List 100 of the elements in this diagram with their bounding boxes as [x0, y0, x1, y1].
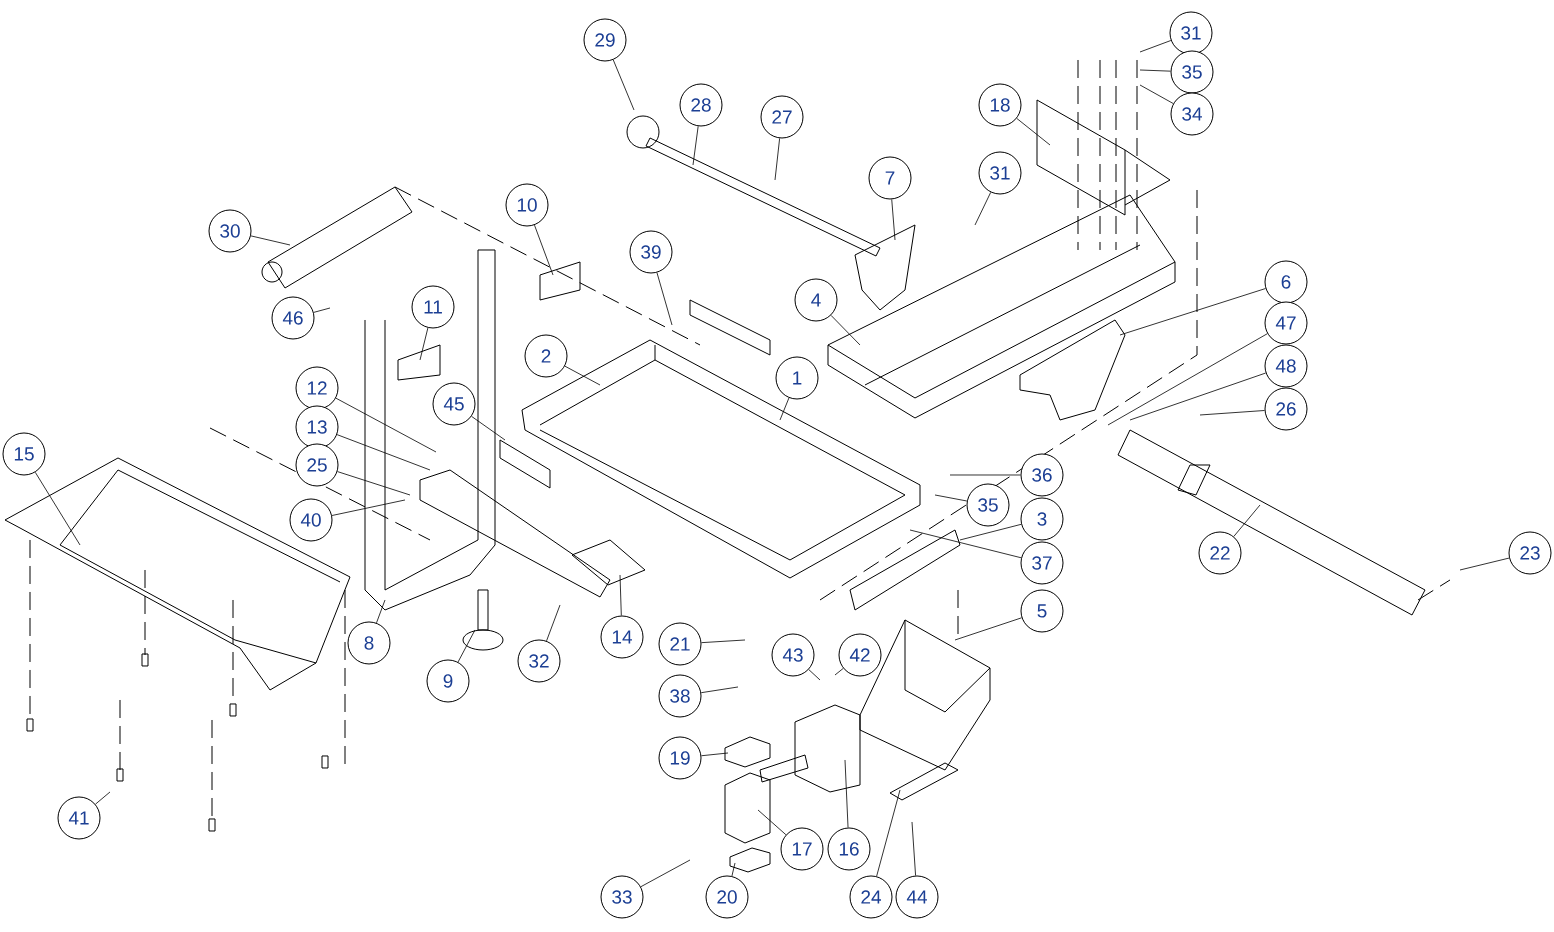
callout-balloon: 2 — [524, 334, 568, 378]
callout-balloon: 21 — [658, 622, 702, 666]
leader-line — [808, 669, 821, 681]
callout-balloon: 43 — [771, 633, 815, 677]
callout-balloon: 31 — [978, 151, 1022, 195]
callout-balloon: 24 — [849, 875, 893, 919]
leader-line — [779, 397, 790, 421]
callout-balloon: 42 — [838, 633, 882, 677]
leader-line — [546, 604, 561, 642]
leader-line — [95, 791, 111, 805]
callout-balloon: 35 — [966, 483, 1010, 527]
callout-balloon: 7 — [868, 156, 912, 200]
callout-balloon: 17 — [780, 827, 824, 871]
callout-balloon: 45 — [432, 382, 476, 426]
callout-balloon: 34 — [1170, 92, 1214, 136]
leader-line — [376, 599, 386, 624]
callout-balloon: 13 — [295, 405, 339, 449]
leader-line — [419, 327, 429, 361]
leader-line — [700, 686, 739, 694]
leader-line — [1139, 40, 1172, 53]
callout-balloon: 32 — [517, 639, 561, 683]
callout-balloon: 19 — [658, 736, 702, 780]
leader-line — [1233, 504, 1261, 537]
callout-balloon: 15 — [2, 432, 46, 476]
leader-line — [692, 125, 699, 166]
callout-balloon: 16 — [827, 827, 871, 871]
callout-balloon: 23 — [1508, 531, 1552, 575]
callout-balloon: 8 — [347, 621, 391, 665]
callout-balloon: 22 — [1198, 531, 1242, 575]
leader-line — [731, 862, 736, 877]
leader-line — [949, 474, 1021, 476]
leader-line — [757, 809, 787, 836]
callout-balloon: 47 — [1264, 301, 1308, 345]
callout-balloon: 46 — [271, 296, 315, 340]
callout-balloon: 11 — [411, 285, 455, 329]
callout-balloon: 39 — [629, 230, 673, 274]
callout-balloon: 1 — [775, 356, 819, 400]
leader-line — [640, 859, 691, 888]
leader-line — [1107, 333, 1268, 426]
callout-balloon: 40 — [289, 498, 333, 542]
leader-line — [934, 494, 968, 502]
callout-balloon: 48 — [1264, 344, 1308, 388]
leader-line — [313, 307, 331, 313]
leader-line — [830, 314, 861, 346]
leader-line — [891, 199, 896, 241]
callout-balloon: 38 — [658, 674, 702, 718]
leader-line — [1199, 410, 1265, 416]
callout-balloon: 26 — [1264, 387, 1308, 431]
callout-balloon: 30 — [208, 209, 252, 253]
leader-line — [331, 499, 406, 516]
leader-line — [974, 191, 992, 226]
callout-balloon: 33 — [600, 875, 644, 919]
leader-line — [656, 272, 673, 326]
callout-balloon: 4 — [794, 278, 838, 322]
leader-line — [1139, 69, 1171, 72]
leader-line — [844, 759, 849, 828]
callout-balloon: 20 — [705, 875, 749, 919]
leader-line — [834, 668, 844, 676]
callout-balloon: 36 — [1020, 453, 1064, 497]
callout-balloon: 44 — [895, 875, 939, 919]
callout-balloon: 35 — [1170, 50, 1214, 94]
callout-balloon: 12 — [295, 366, 339, 410]
leader-line — [954, 617, 1022, 641]
leader-line — [612, 59, 635, 111]
leader-line — [471, 416, 506, 441]
leader-line — [619, 574, 622, 616]
leader-line — [34, 471, 81, 546]
leader-line — [534, 224, 554, 276]
leader-line — [1139, 84, 1174, 104]
callout-balloon: 31 — [1169, 11, 1213, 55]
leader-line — [959, 523, 1022, 541]
leader-line — [774, 137, 781, 181]
leader-line — [335, 397, 437, 453]
leader-line — [911, 821, 916, 876]
leader-line — [564, 365, 601, 386]
leader-line — [701, 639, 746, 644]
callout-balloon: 6 — [1264, 260, 1308, 304]
callout-balloon: 14 — [600, 615, 644, 659]
callout-balloon: 3 — [1020, 497, 1064, 541]
callout-balloon: 37 — [1020, 541, 1064, 585]
callout-balloon: 28 — [679, 83, 723, 127]
leader-line — [701, 752, 729, 757]
callout-balloon: 25 — [295, 443, 339, 487]
leader-line — [336, 434, 431, 471]
leader-line — [337, 471, 411, 496]
callout-balloon: 29 — [583, 18, 627, 62]
leader-line — [876, 789, 901, 877]
callout-balloon: 41 — [57, 796, 101, 840]
leader-line — [457, 629, 476, 663]
leader-line — [1129, 372, 1267, 421]
leader-line — [250, 235, 291, 246]
leader-line — [909, 529, 1022, 559]
callout-balloon: 9 — [426, 659, 470, 703]
leader-line — [1459, 557, 1510, 571]
callout-balloon: 5 — [1020, 589, 1064, 633]
callout-balloon: 18 — [978, 83, 1022, 127]
callout-balloon: 27 — [760, 95, 804, 139]
leader-line — [1016, 118, 1051, 146]
leader-line — [1119, 288, 1266, 336]
callout-balloon: 10 — [505, 183, 549, 227]
